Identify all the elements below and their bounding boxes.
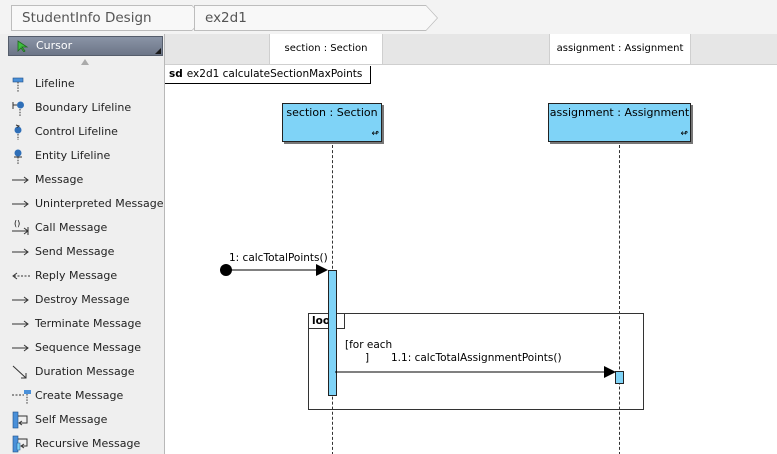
palette-tool-label: Boundary Lifeline [35, 101, 132, 114]
palette-tool-label: Sequence Message [35, 341, 141, 354]
duration-message-icon [10, 363, 32, 381]
sequence-message-icon [10, 339, 32, 357]
palette-tool-create-message[interactable]: Create Message [0, 385, 163, 407]
entity-lifeline-icon [10, 147, 32, 165]
palette-tool-lifeline[interactable]: Lifeline [0, 73, 163, 95]
reply-message-icon [10, 267, 32, 285]
palette-tool-reply-message[interactable]: Reply Message [0, 265, 163, 287]
palette-tool-label: Control Lifeline [35, 125, 118, 138]
palette-tool-label: Uninterpreted Message [35, 197, 164, 210]
palette-tool-label: Recursive Message [35, 437, 141, 450]
loop-guard-close: ] [365, 352, 370, 364]
palette-tool-call-message[interactable]: () Call Message [0, 217, 163, 239]
palette-tool-terminate-message[interactable]: Terminate Message [0, 313, 163, 335]
message-1-arrowhead-icon [316, 264, 328, 276]
palette-tool-entity-lifeline[interactable]: Entity Lifeline [0, 145, 163, 167]
control-lifeline-icon [10, 123, 32, 141]
sd-frame-name: ex2d1 calculateSectionMaxPoints [186, 68, 363, 80]
header-section-label: section : Section [284, 43, 368, 54]
call-message-icon: () [10, 219, 32, 237]
loop-guard-text: [for each [345, 339, 393, 351]
header-assignment-lifeline[interactable]: assignment : Assignment [549, 34, 691, 64]
palette-tool-uninterpreted-message[interactable]: Uninterpreted Message [0, 193, 163, 215]
palette-tool-label: Create Message [35, 389, 124, 402]
palette-scroll-up-icon[interactable] [81, 59, 89, 65]
found-message-start-icon [220, 264, 232, 276]
message-arrow-icon [10, 171, 32, 189]
terminate-message-icon [10, 315, 32, 333]
recursive-message-icon [10, 435, 32, 453]
breadcrumb-diagram[interactable]: ex2d1 calculateSectionMaxPoints [194, 5, 438, 50]
lifeline-header-strip: section : Section assignment : Assignmen… [165, 34, 777, 65]
assignment-lifeline[interactable]: assignment : Assignment ↫ [548, 103, 691, 142]
palette-tool-duration-message[interactable]: Duration Message [0, 361, 163, 383]
breadcrumb: StudentInfo Design Model ex2d1 calculate… [0, 0, 777, 50]
palette-tool-label: Self Message [35, 413, 108, 426]
lifeline-icon [10, 75, 32, 93]
palette-tool-recursive-message[interactable]: Recursive Message [0, 433, 163, 454]
loop-keyword: loop [309, 314, 345, 329]
palette-tool-label: Terminate Message [35, 317, 142, 330]
assignment-lifeline-line[interactable] [619, 140, 620, 454]
palette-tool-label: Send Message [35, 245, 115, 258]
destroy-message-icon [10, 291, 32, 309]
header-section-lifeline[interactable]: section : Section [269, 34, 383, 64]
palette-tool-label: Call Message [35, 221, 108, 234]
palette-tool-boundary-lifeline[interactable]: Boundary Lifeline [0, 97, 163, 119]
palette-tool-label: Destroy Message [35, 293, 130, 306]
palette-tool-destroy-message[interactable]: Destroy Message [0, 289, 163, 311]
svg-text:(): () [14, 219, 20, 228]
palette-tool-label: Lifeline [35, 77, 75, 90]
expand-arrow-icon: ↫ [371, 129, 379, 139]
diagram-canvas[interactable]: section : Section assignment : Assignmen… [165, 34, 777, 454]
assignment-activation-bar[interactable] [615, 371, 624, 384]
palette-tool-label: Reply Message [35, 269, 118, 282]
palette-tool-label: Message [35, 173, 84, 186]
expand-arrow-icon: ↫ [680, 129, 688, 139]
palette-tool-control-lifeline[interactable]: Control Lifeline [0, 121, 163, 143]
palette-tool-self-message[interactable]: Self Message [0, 409, 163, 431]
boundary-lifeline-icon [10, 99, 32, 117]
header-assignment-label: assignment : Assignment [556, 43, 684, 54]
cursor-tool-label: Cursor [36, 39, 73, 52]
sd-keyword: sd [169, 68, 183, 80]
palette-tool-label: Duration Message [35, 365, 135, 378]
section-lifeline[interactable]: section : Section ↫ [282, 103, 382, 142]
palette-tool-send-message[interactable]: Send Message [0, 241, 163, 263]
section-lifeline-label: section : Section [286, 106, 378, 119]
uninterpreted-message-icon [10, 195, 32, 213]
palette-tool-sequence-message[interactable]: Sequence Message [0, 337, 163, 359]
cursor-tool-button[interactable]: Cursor [8, 36, 163, 56]
palette-tool-message[interactable]: Message [0, 169, 163, 191]
send-message-icon [10, 243, 32, 261]
create-message-icon [10, 387, 32, 405]
section-activation-bar[interactable] [328, 270, 337, 396]
assignment-lifeline-label: assignment : Assignment [549, 106, 690, 119]
breadcrumb-model[interactable]: StudentInfo Design Model [11, 5, 204, 50]
palette-tool-label: Entity Lifeline [35, 149, 111, 162]
cursor-arrow-icon [17, 40, 29, 52]
self-message-icon [10, 411, 32, 429]
message-1-label[interactable]: 1: calcTotalPoints() [229, 252, 328, 264]
message-1-1-label[interactable]: 1.1: calcTotalAssignmentPoints() [391, 352, 562, 364]
